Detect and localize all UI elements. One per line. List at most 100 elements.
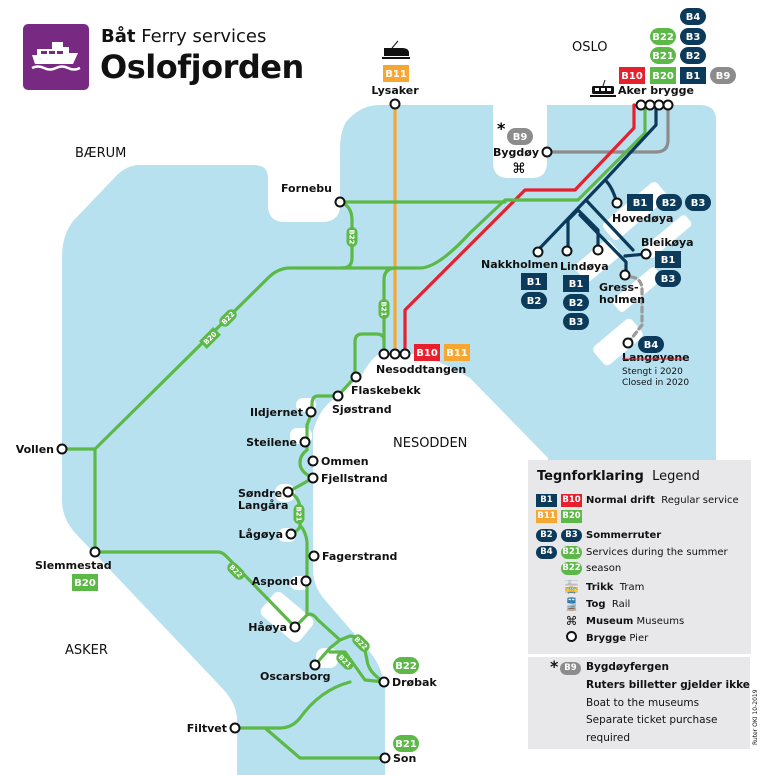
station-ildjernet[interactable]: Ildjernet: [250, 406, 317, 419]
station-lysaker[interactable]: Lysaker: [371, 84, 419, 110]
station-bleikoya[interactable]: Bleikøya: [640, 236, 694, 260]
badge-label: B3: [686, 32, 701, 43]
route-badge-b22: B22: [393, 657, 419, 674]
legend-row-rail: 🚆 Tog Rail: [536, 597, 630, 611]
badge-label: B22: [652, 32, 674, 43]
pier-icon[interactable]: [309, 659, 321, 671]
museum-icon: ⌘: [565, 614, 578, 628]
station-fjellstrand[interactable]: Fjellstrand: [307, 472, 388, 485]
badge-label: B1: [569, 279, 584, 290]
badge-bg: [710, 67, 736, 84]
legend-row-tram: 🚋 Trikk Tram: [536, 580, 644, 594]
pier-icon[interactable]: [662, 99, 674, 111]
station-slemmestad[interactable]: Slemmestad: [35, 546, 112, 573]
station-aker-brygge[interactable]: Aker brygge: [618, 84, 694, 111]
station-label: Håøya: [248, 621, 287, 634]
pier-icon[interactable]: [389, 98, 401, 110]
pier-icon[interactable]: [378, 676, 390, 688]
station-label: Langåra: [238, 499, 288, 512]
pier-icon[interactable]: [635, 99, 647, 111]
badge-label: B22: [348, 229, 356, 244]
station-label: Nesoddtangen: [376, 363, 466, 376]
badge-bg: [627, 194, 653, 211]
pier-icon[interactable]: [332, 390, 344, 402]
legend-badge-b1: B1: [536, 494, 557, 507]
pier-icon[interactable]: [561, 245, 573, 257]
pier-icon[interactable]: [541, 146, 553, 158]
badge-label: B10: [416, 348, 438, 359]
station-gressholmen[interactable]: holmen: [599, 293, 645, 306]
station-label: Slemmestad: [35, 559, 112, 572]
route-badge-b4: B4: [680, 8, 706, 25]
pier-icon[interactable]: [300, 575, 312, 587]
pier-icon[interactable]: [350, 371, 362, 383]
legend-badge-b20: B20: [561, 510, 582, 523]
station-nakkholmen[interactable]: Nakkholmen: [481, 246, 558, 272]
pier-icon[interactable]: [640, 248, 652, 260]
station-sjostrand[interactable]: Sjøstrand: [332, 390, 392, 417]
pier-icon[interactable]: [622, 337, 634, 349]
badge-bg: [619, 67, 645, 84]
legend-title-no: Tegnforklaring: [537, 469, 644, 484]
station-oscarsborg[interactable]: Oscarsborg: [260, 659, 331, 684]
pier-icon[interactable]: [399, 348, 411, 360]
station-filtvet[interactable]: Filtvet: [187, 722, 241, 735]
route-badge-b22: B22: [346, 227, 358, 247]
station-bygdoy[interactable]: Bygdøy: [493, 146, 553, 159]
station-ommen[interactable]: Ommen: [307, 455, 369, 468]
station-lindoya[interactable]: Lindøya: [560, 245, 609, 274]
legend-badge-b3: B3: [561, 529, 582, 542]
pier-icon[interactable]: [285, 528, 297, 540]
pier-icon[interactable]: [307, 472, 319, 484]
pier-icon[interactable]: [308, 550, 320, 562]
station-label: Oscarsborg: [260, 670, 331, 683]
station-vollen[interactable]: Vollen: [16, 443, 68, 456]
pier-icon[interactable]: [305, 406, 317, 418]
pier-icon[interactable]: [644, 99, 656, 111]
pier-icon[interactable]: [611, 197, 623, 209]
pier-icon[interactable]: [299, 436, 311, 448]
station-drobak[interactable]: Drøbak: [378, 676, 438, 689]
station-flaskebekk[interactable]: Flaskebekk: [350, 371, 421, 398]
station-fagerstrand[interactable]: Fagerstrand: [308, 550, 398, 563]
station-gressholmen[interactable]: Gress-: [599, 269, 639, 295]
pier-icon[interactable]: [532, 246, 544, 258]
legend-rail-en: Rail: [611, 598, 631, 610]
station-aspond[interactable]: Aspond: [252, 575, 312, 588]
station-sondre-langara[interactable]: Søndre: [238, 486, 294, 500]
station-haoya[interactable]: Håøya: [248, 621, 301, 634]
pier-icon[interactable]: [378, 348, 390, 360]
badge-label: B3: [691, 198, 706, 209]
station-fornebu[interactable]: Fornebu: [281, 182, 346, 208]
station-lagoya[interactable]: Lågøya: [239, 528, 297, 541]
pier-icon[interactable]: [379, 752, 391, 764]
station-nesoddtangen[interactable]: Nesoddtangen: [376, 348, 466, 377]
badge-bg: [507, 128, 533, 145]
pier-icon[interactable]: [334, 196, 346, 208]
pier-icon[interactable]: [619, 269, 631, 281]
badge-bg: [563, 294, 589, 311]
pier-icon[interactable]: [307, 455, 319, 467]
badge-label: B1: [633, 198, 648, 209]
pier-icon[interactable]: [89, 546, 101, 558]
station-steilene[interactable]: Steilene: [246, 436, 311, 449]
pier-icon[interactable]: [389, 348, 401, 360]
badge-bg: [521, 292, 547, 309]
pier-icon[interactable]: [56, 443, 68, 455]
station-langoyene[interactable]: Langøyene: [622, 337, 690, 365]
station-sondre-langara[interactable]: Langåra: [238, 499, 288, 512]
pier-icon[interactable]: [592, 244, 604, 256]
pier-icon[interactable]: [282, 486, 294, 498]
station-son[interactable]: Son: [379, 752, 417, 765]
station-hovedoya[interactable]: Hovedøya: [611, 197, 673, 226]
station-label: Filtvet: [187, 722, 227, 735]
pier-icon[interactable]: [289, 621, 301, 633]
pier-icon[interactable]: [653, 99, 665, 111]
pier-icon[interactable]: [229, 722, 241, 734]
badge-label: B21: [380, 301, 388, 316]
route-b10-line: [403, 103, 636, 356]
region-baerum: BÆRUM: [75, 146, 126, 161]
legend-normal-no: Normal drift: [586, 495, 655, 506]
